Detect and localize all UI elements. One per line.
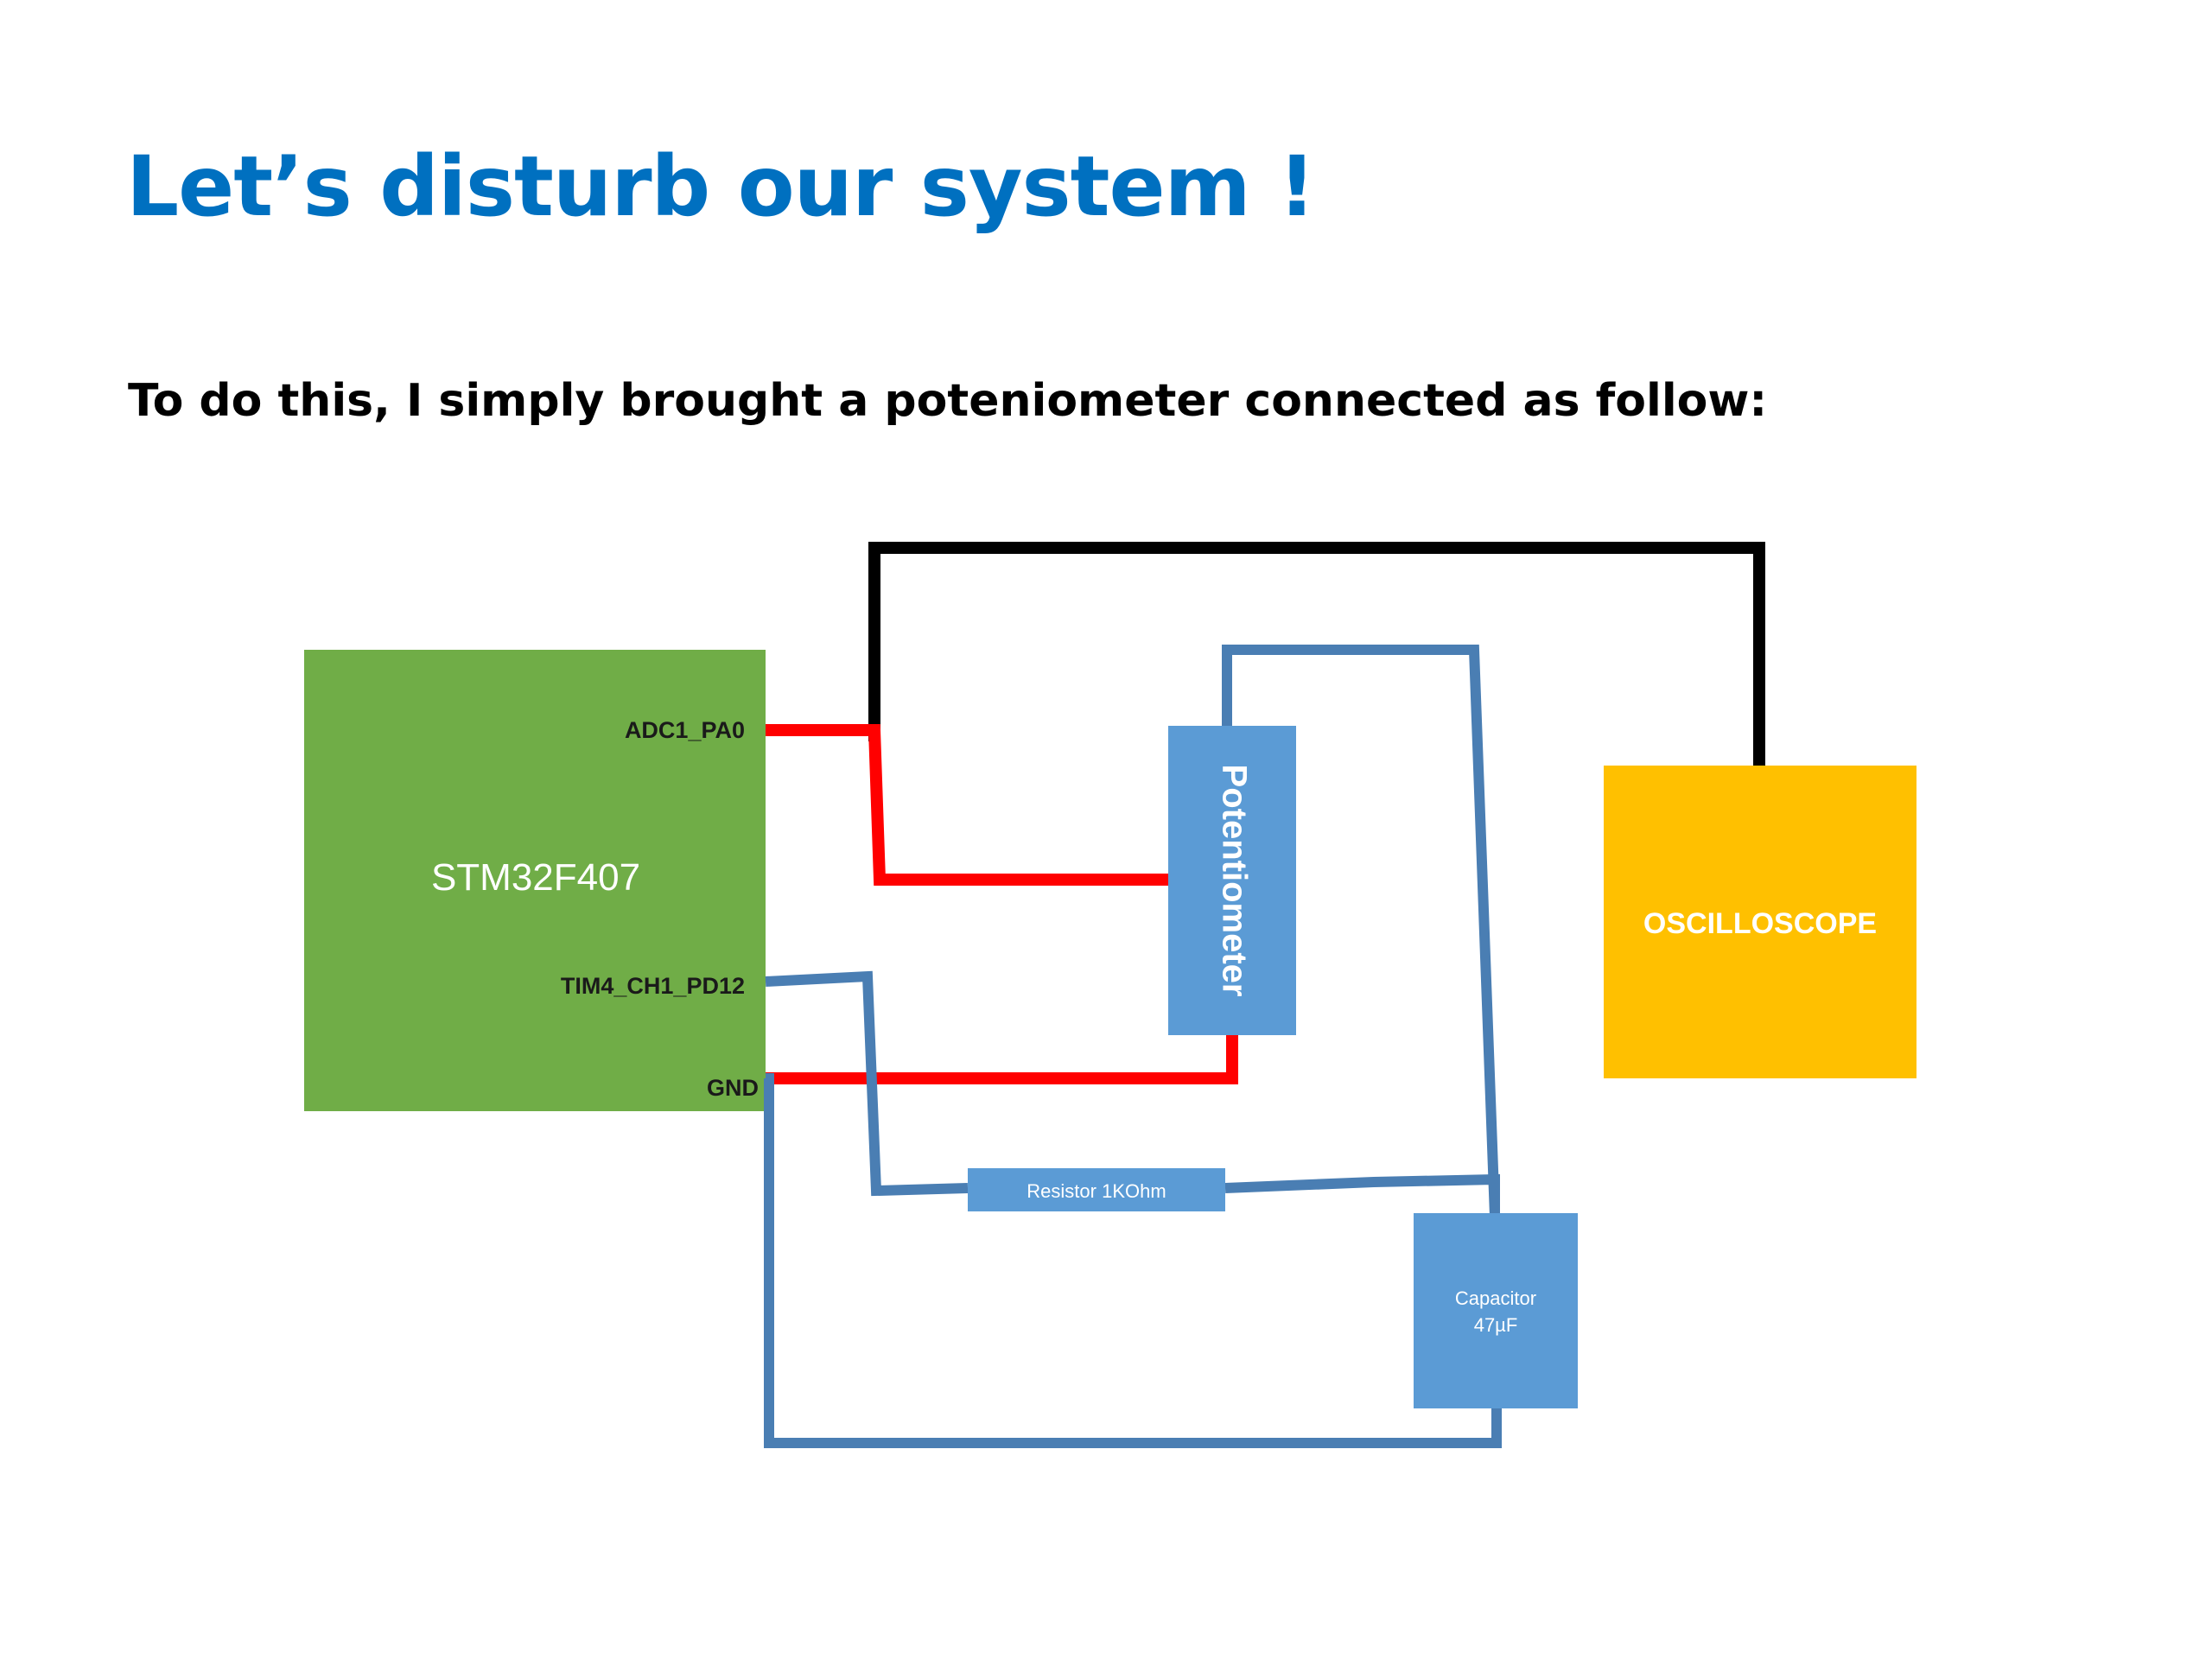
slide-subtitle: To do this, I simply brought a poteniome… — [128, 375, 1768, 427]
slide-title: Let’s disturb our system ! — [126, 138, 1316, 235]
pin-timer-label: TIM4_CH1_PD12 — [561, 973, 745, 999]
potentiometer-block — [1168, 726, 1296, 1035]
capacitor-label-line1: Capacitor — [1455, 1287, 1536, 1309]
red-wire-adc-to-pot — [766, 724, 1168, 886]
capacitor-block — [1414, 1213, 1578, 1408]
black-wire-adc-to-oscilloscope — [868, 542, 1765, 772]
blue-wire-gnd-to-capacitor — [764, 1073, 1502, 1448]
stm32-label: STM32F407 — [431, 856, 640, 899]
pin-gnd-label: GND — [707, 1075, 759, 1101]
oscilloscope-block — [1604, 766, 1916, 1078]
resistor-block — [968, 1168, 1225, 1211]
blue-wire-timer-to-resistor — [765, 970, 969, 1197]
potentiometer-label: Potentiometer — [1215, 765, 1253, 997]
blue-wire-resistor-to-capacitor — [1224, 1173, 1500, 1218]
stm32-block — [304, 650, 766, 1111]
oscilloscope-label: OSCILLOSCOPE — [1643, 907, 1877, 940]
capacitor-label-line2: 47µF — [1474, 1314, 1518, 1336]
resistor-label: Resistor 1KOhm — [1027, 1180, 1166, 1202]
pin-adc-label: ADC1_PA0 — [625, 717, 745, 743]
red-wire-gnd-to-pot — [766, 1033, 1238, 1084]
blue-wire-pot-to-capacitor — [1222, 645, 1500, 1217]
